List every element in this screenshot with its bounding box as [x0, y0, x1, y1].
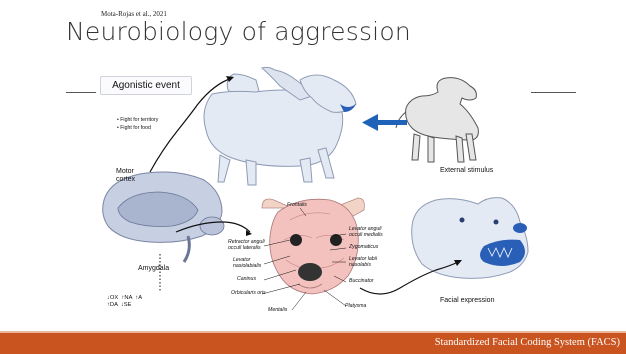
muscle-label-line: occuli medialis — [349, 233, 383, 239]
muscle-retractor: Retractor anguli occuli lateralis — [228, 240, 265, 251]
stimulus-arrow — [362, 114, 407, 131]
muscle-caninus: Caninus — [237, 277, 256, 283]
muscle-frontalis: Frontalis — [287, 203, 307, 209]
muscle-orbicularis: Orbicularis oris — [231, 291, 266, 297]
agonistic-bullets: Fight for territory Fight for food — [117, 117, 158, 133]
neutral-dog-illustration — [396, 78, 478, 162]
footer-bar: Standardized Facial Coding System (FACS) — [0, 333, 626, 354]
muscle-platysma: Platysma — [345, 304, 366, 310]
motor-cortex-line: Motor — [116, 168, 135, 176]
brain-illustration — [103, 172, 224, 262]
muscle-label-line: nasolabis — [349, 263, 377, 269]
motor-cortex-label: Motor cortex — [116, 168, 135, 183]
bullet-item: Fight for territory — [117, 117, 158, 125]
snarling-dog-head — [412, 198, 528, 279]
bullet-item: Fight for food — [117, 125, 158, 133]
muscle-levator-labii: Levator labii nasolabis — [349, 257, 377, 268]
neurochemistry-label: ↓OX ↑NA ↑A ↑DA ↓SE — [107, 295, 142, 309]
angry-dog-illustration — [204, 67, 356, 185]
amygdala-label: Amygdala — [138, 265, 169, 273]
muscle-levator-nasolabialis: Levator nasiolabialis — [233, 258, 261, 269]
external-stimulus-label: External stimulus — [440, 167, 493, 175]
agonistic-event-box: Agonistic event — [100, 76, 192, 95]
muscle-buccinator: Buccinator — [349, 279, 374, 285]
muscle-levator-anguli: Levator anguli occuli medialis — [349, 227, 383, 238]
muscle-mentalis: Mentalis — [268, 308, 287, 314]
footer-text: Standardized Facial Coding System (FACS) — [435, 337, 620, 348]
facial-expression-label: Facial expression — [440, 297, 494, 305]
muscle-label-line: occuli lateralis — [228, 246, 265, 252]
muscle-zygomaticus: Zygomaticus — [349, 245, 378, 251]
muscle-label-line: nasiolabialis — [233, 264, 261, 270]
motor-cortex-line: cortex — [116, 176, 135, 184]
